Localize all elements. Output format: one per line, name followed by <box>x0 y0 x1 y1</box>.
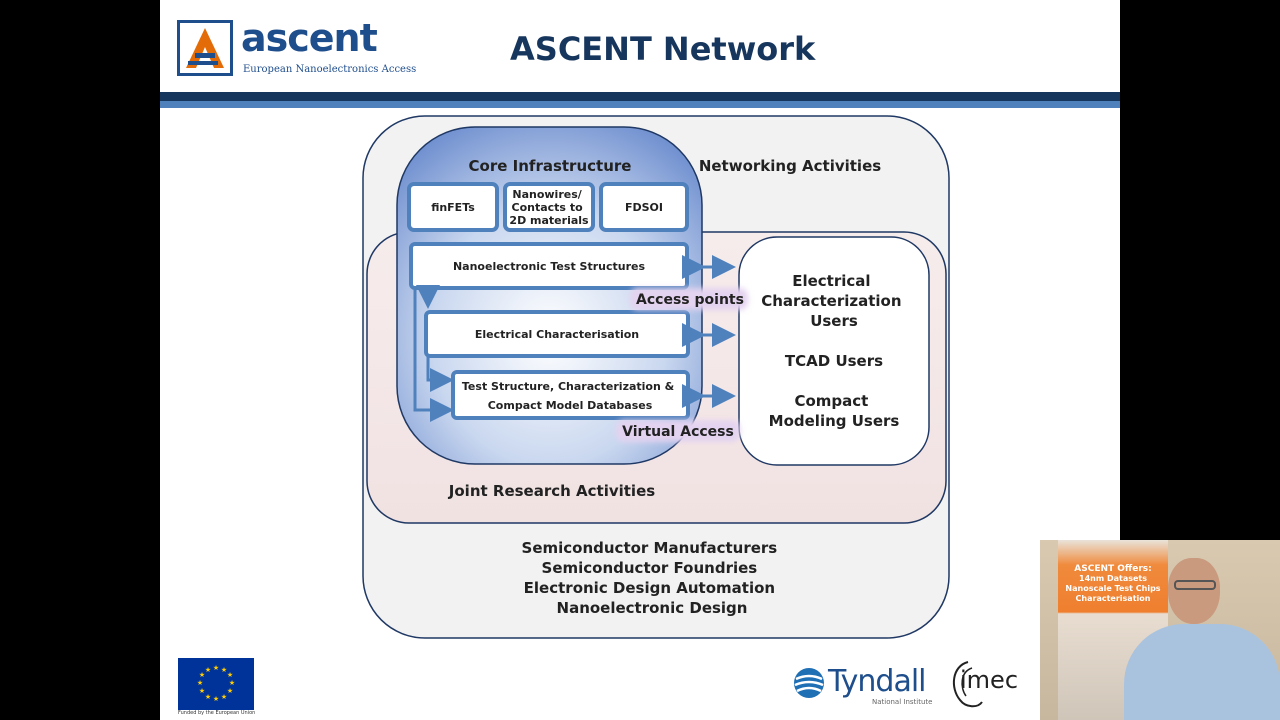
svg-text:★: ★ <box>199 687 205 695</box>
joint-research-label: Joint Research Activities <box>448 482 655 500</box>
background-poster: ASCENT Offers: 14nm Datasets Nanoscale T… <box>1058 540 1168 720</box>
ascent-logo: ascent European Nanoelectronics Access <box>177 16 416 84</box>
users-electrical: Electrical Characterization Users <box>761 272 907 330</box>
stage-electrical-characterisation: Electrical Characterisation <box>424 310 690 358</box>
tech-box-nanowires: Nanowires/ Contacts to 2D materials <box>503 182 595 232</box>
svg-text:★: ★ <box>205 666 211 674</box>
stage-label: Test Structure, Characterization & Compa… <box>462 380 678 412</box>
virtual-access-glow <box>616 420 740 442</box>
slide-title: ASCENT Network <box>510 30 816 68</box>
eu-flag-logo: ★★★ ★★★ ★★★ ★★★ <box>178 658 254 710</box>
stage-model-databases: Test Structure, Characterization & Compa… <box>451 370 690 420</box>
svg-text:★: ★ <box>213 664 219 672</box>
stage-test-structures: Nanoelectronic Test Structures <box>409 242 689 290</box>
poster-line: ASCENT Offers: <box>1074 564 1152 574</box>
svg-text:★: ★ <box>205 693 211 701</box>
imec-wordmark: imec <box>960 666 1019 694</box>
logo-tagline: European Nanoelectronics Access <box>243 64 417 75</box>
users-box <box>738 236 930 466</box>
poster-line: Nanoscale Test Chips <box>1065 584 1161 593</box>
poster-line: Characterisation <box>1075 594 1151 603</box>
slide: ascent European Nanoelectronics Access A… <box>160 0 1120 720</box>
users-compact-modeling: Compact Modeling Users <box>769 392 900 430</box>
svg-text:★: ★ <box>197 679 203 687</box>
imec-swirl-icon <box>952 661 983 708</box>
tech-box-finfets: finFETs <box>407 182 499 232</box>
poster-line: 14nm Datasets <box>1079 574 1147 583</box>
header-band-light <box>160 101 1120 108</box>
access-points-label: Access points <box>636 292 744 308</box>
access-arrows <box>682 255 736 408</box>
svg-text:★: ★ <box>213 695 219 703</box>
tech-box-label: Nanowires/ Contacts to 2D materials <box>509 188 589 227</box>
tyndall-globe-icon <box>794 668 824 698</box>
tyndall-subtitle: National Institute <box>872 698 933 706</box>
internal-flow-arrows <box>413 285 454 422</box>
stage-label: Electrical Characterisation <box>475 328 639 341</box>
tech-box-label: finFETs <box>431 201 475 214</box>
virtual-access-label: Virtual Access <box>622 424 734 440</box>
access-points-glow <box>630 288 748 310</box>
svg-text:★: ★ <box>229 679 235 687</box>
outer-stakeholder-list: Semiconductor Manufacturers Semiconducto… <box>522 539 783 617</box>
network-diagram: finFETs Nanowires/ Contacts to 2D materi… <box>362 115 950 639</box>
svg-text:★: ★ <box>199 671 205 679</box>
eu-caption: Funded by the European Union <box>178 710 256 716</box>
glasses-icon <box>1174 580 1216 590</box>
stage-label: Nanoelectronic Test Structures <box>453 260 645 273</box>
presenter-head <box>1168 558 1220 624</box>
poster-text: ASCENT Offers: 14nm Datasets Nanoscale T… <box>1060 564 1166 604</box>
presenter-body <box>1124 624 1280 720</box>
svg-text:★: ★ <box>221 693 227 701</box>
tech-box-fdsoi: FDSOI <box>599 182 689 232</box>
tyndall-wordmark: Tyndall <box>828 664 927 699</box>
tyndall-logo: Tyndall National Institute <box>792 664 932 708</box>
logo-wordmark: ascent <box>241 16 378 60</box>
header-band-dark <box>160 92 1120 101</box>
users-tcad: TCAD Users <box>785 352 883 370</box>
core-infrastructure-label: Core Infrastructure <box>469 157 632 175</box>
svg-text:★: ★ <box>227 671 233 679</box>
svg-text:★: ★ <box>227 687 233 695</box>
webcam-overlay: ASCENT Offers: 14nm Datasets Nanoscale T… <box>1040 540 1280 720</box>
svg-text:★: ★ <box>221 666 227 674</box>
networking-activities-label: Networking Activities <box>699 157 881 175</box>
tech-box-label: FDSOI <box>625 201 663 214</box>
ascent-a-icon <box>177 20 233 76</box>
